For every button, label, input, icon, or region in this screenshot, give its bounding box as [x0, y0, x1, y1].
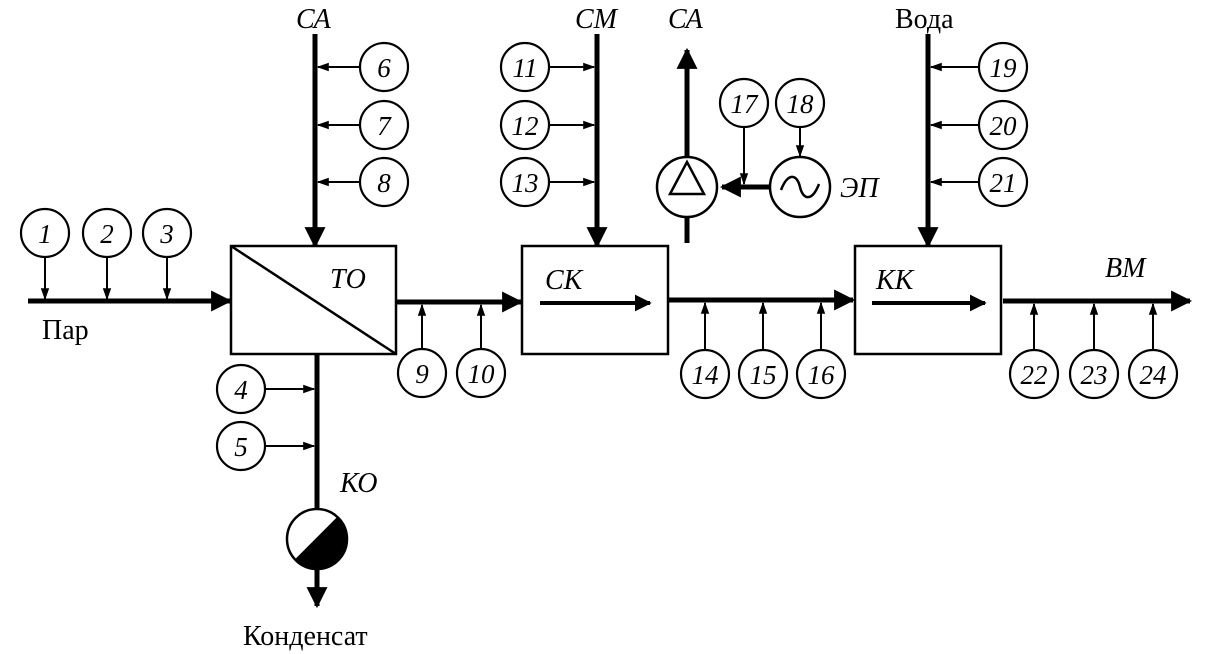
electric-drive-symbol	[768, 155, 832, 219]
svg-text:18: 18	[787, 89, 815, 119]
sa-label-pump: СА	[668, 4, 704, 35]
svg-text:4: 4	[234, 375, 248, 405]
unit-label-kk: КК	[875, 265, 915, 296]
svg-text:12: 12	[512, 111, 539, 141]
sensor-19: 19	[977, 41, 1029, 93]
sensor-13: 13	[499, 156, 551, 208]
sensor-6: 6	[358, 41, 410, 93]
svg-text:6: 6	[377, 53, 391, 83]
svg-text:5: 5	[234, 432, 248, 462]
svg-text:17: 17	[731, 89, 760, 119]
unit-label-to: ТО	[330, 264, 366, 295]
svg-text:19: 19	[990, 53, 1018, 83]
sensor-18: 18	[774, 77, 826, 129]
sensor-7: 7	[358, 99, 410, 151]
sm-label: СМ	[575, 4, 619, 35]
sensor-22: 22	[1008, 348, 1060, 400]
condensate-trap-symbol	[285, 507, 349, 571]
svg-text:23: 23	[1081, 360, 1108, 390]
svg-text:3: 3	[159, 219, 174, 249]
mixer-kk: КК	[853, 244, 1003, 356]
sensor-21: 21	[977, 156, 1029, 208]
sensor-14: 14	[679, 348, 731, 400]
steam-label: Пар	[42, 315, 89, 346]
sensor-24: 24	[1127, 348, 1179, 400]
sensor-9: 9	[396, 347, 448, 399]
svg-text:15: 15	[750, 360, 777, 390]
svg-text:22: 22	[1021, 360, 1048, 390]
condensate-label: Конденсат	[243, 621, 368, 652]
unit-label-sk: СК	[545, 265, 584, 296]
sensor-10: 10	[455, 347, 507, 399]
svg-text:10: 10	[468, 359, 496, 389]
sensor-17: 17	[718, 77, 770, 129]
svg-text:16: 16	[808, 360, 836, 390]
sensor-23: 23	[1068, 348, 1120, 400]
sensor-3: 3	[141, 207, 193, 259]
svg-text:20: 20	[990, 111, 1018, 141]
sensor-5: 5	[215, 420, 267, 472]
sensor-8: 8	[358, 156, 410, 208]
sensor-16: 16	[795, 348, 847, 400]
sensor-15: 15	[737, 348, 789, 400]
heat-exchanger-to: ТО	[229, 244, 398, 356]
sensor-20: 20	[977, 99, 1029, 151]
svg-text:13: 13	[512, 168, 539, 198]
sensor-12: 12	[499, 99, 551, 151]
mixer-sk: СК	[520, 244, 670, 356]
svg-text:8: 8	[377, 168, 391, 198]
svg-text:21: 21	[990, 168, 1017, 198]
svg-text:7: 7	[377, 111, 392, 141]
ko-label: КО	[339, 468, 378, 499]
water-label: Вода	[895, 4, 954, 35]
svg-text:1: 1	[38, 219, 52, 249]
sensor-1: 1	[19, 207, 71, 259]
sa-label-left: СА	[296, 4, 332, 35]
svg-text:2: 2	[100, 219, 114, 249]
svg-text:14: 14	[692, 360, 719, 390]
vm-label: ВМ	[1105, 253, 1147, 284]
pump-symbol	[655, 155, 719, 219]
svg-text:11: 11	[513, 53, 538, 83]
svg-text:24: 24	[1140, 360, 1167, 390]
sensor-4: 4	[215, 363, 267, 415]
sensor-11: 11	[499, 41, 551, 93]
sensor-2: 2	[81, 207, 133, 259]
ep-label: ЭП	[840, 173, 880, 204]
svg-text:9: 9	[415, 359, 429, 389]
